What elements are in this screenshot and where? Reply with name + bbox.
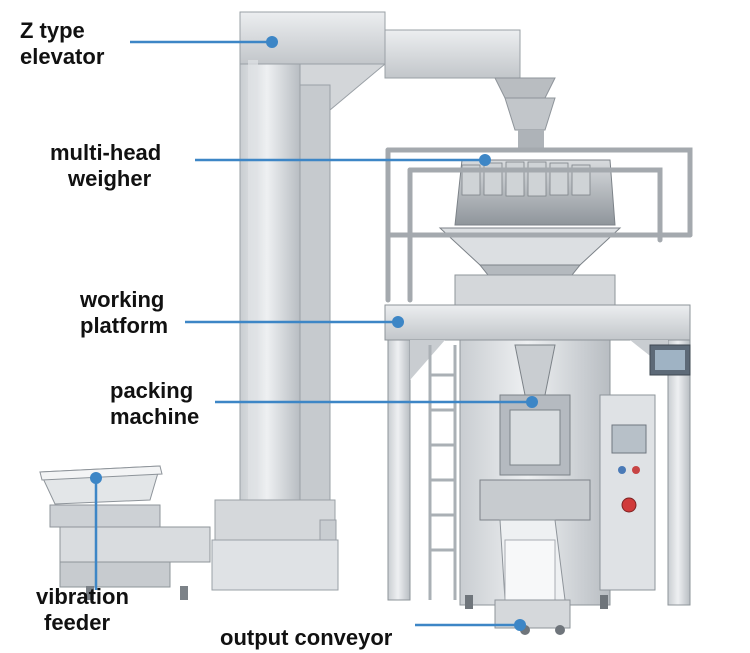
label-weigher-line2: weigher [68, 166, 152, 191]
label-multi-head-line1: multi-head [50, 140, 162, 165]
label-feeder-line2: feeder [44, 610, 111, 635]
label-packing-line1: packing [110, 378, 194, 403]
label-multi-head-weigher: multi-head weigher [50, 140, 161, 192]
label-working-line1: working [80, 287, 165, 312]
label-z-type-elevator: Z type elevator [20, 18, 104, 70]
label-output-conveyor: output conveyor [220, 625, 392, 651]
label-vibration-feeder: vibration feeder [36, 584, 129, 636]
platform-railing [385, 147, 693, 303]
label-output-conveyor-line1: output conveyor [220, 625, 393, 650]
label-z-type-line1: Z type [20, 18, 85, 43]
z-type-elevator [211, 11, 556, 591]
label-vibration-line1: vibration [36, 584, 129, 609]
vibration-feeder [39, 465, 211, 600]
multi-head-weigher [438, 97, 622, 291]
packing-machine [459, 339, 656, 609]
callout-lines [94, 40, 532, 627]
label-machine-line2: machine [110, 404, 200, 429]
working-platform [384, 274, 691, 606]
label-platform-line2: platform [80, 313, 168, 338]
label-packing-machine: packing machine [110, 378, 199, 430]
output-conveyor [494, 519, 571, 635]
label-working-platform: working platform [80, 287, 168, 339]
label-elevator-line2: elevator [20, 44, 105, 69]
